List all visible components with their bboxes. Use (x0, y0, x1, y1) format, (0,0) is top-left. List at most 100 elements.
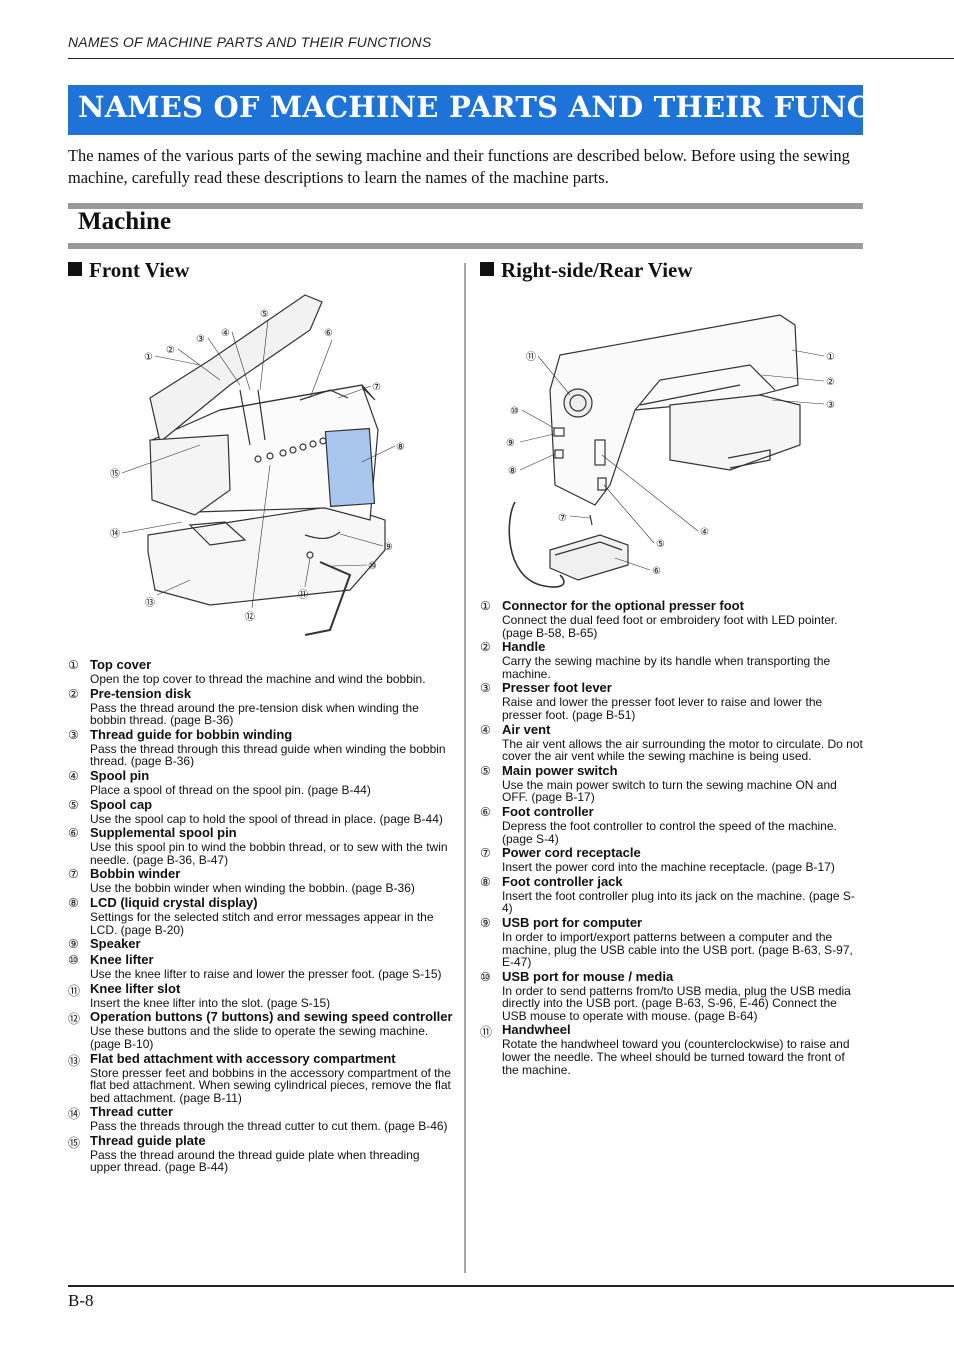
page-number: B-8 (68, 1291, 94, 1310)
title-bar: NAMES OF MACHINE PARTS AND THEIR FUNCTIO… (68, 85, 954, 135)
callout-6: ⑥ (652, 566, 661, 577)
item-description: Use the knee lifter to raise and lower t… (90, 967, 442, 982)
item-number: ⑧ (480, 874, 491, 889)
column-divider (464, 263, 466, 1273)
rear-view-illustration: ① ② ③ ④ ⑤ ⑥ ⑦ ⑧ ⑨ ⑩ ⑪ (500, 310, 850, 590)
item-number: ⑨ (480, 915, 491, 930)
item-number: ② (68, 686, 79, 701)
item-name: LCD (liquid crystal display) (90, 894, 258, 910)
item-name: Speaker (90, 936, 141, 952)
item-description: Connect the dual feed foot or embroidery… (502, 613, 838, 640)
item-description: Raise and lower the presser foot lever t… (502, 695, 823, 722)
item-name: Knee lifter (90, 952, 154, 968)
item-description: Insert the knee lifter into the slot. (p… (90, 995, 331, 1010)
item-number: ⑥ (68, 826, 79, 841)
callout-14: ⑭ (110, 528, 120, 540)
item-number: ⑮ (68, 1135, 81, 1150)
item-description: Rotate the handwheel toward you (counter… (502, 1037, 850, 1077)
item-number: ① (480, 599, 491, 613)
callout-11: ⑪ (526, 351, 536, 363)
item-number: ① (68, 658, 79, 672)
item-number: ④ (480, 722, 491, 737)
item-name: Handle (502, 639, 546, 655)
item-name: Thread guide for bobbin winding (90, 726, 293, 742)
item-name: Thread cutter (90, 1104, 174, 1120)
item-number: ⑪ (68, 983, 81, 998)
item-name: Foot controller (502, 803, 594, 819)
front-view-illustration: ① ② ③ ④ ⑤ ⑥ ⑦ ⑧ ⑨ ⑩ ⑪ ⑫ ⑬ ⑭ ⑮ (100, 290, 420, 650)
callout-13: ⑬ (145, 597, 155, 609)
callout-6: ⑥ (324, 328, 333, 339)
item-number: ④ (68, 768, 79, 783)
item-description: Use this spool pin to wind the bobbin th… (90, 840, 448, 867)
callout-3: ③ (196, 334, 205, 345)
item-number: ⑤ (68, 797, 79, 812)
intro-paragraph: The names of the various parts of the se… (68, 146, 850, 187)
item-description: Place a spool of thread on the spool pin… (90, 782, 371, 797)
callout-3: ③ (826, 400, 835, 411)
item-description: Pass the thread around the pre-tension d… (90, 700, 419, 728)
item-name: Main power switch (502, 762, 618, 778)
rear-view-heading: Right-side/Rear View (480, 258, 693, 283)
item-name: Supplemental spool pin (90, 825, 237, 841)
header-rule (68, 58, 954, 59)
footer-rule (68, 1285, 954, 1287)
callout-10: ⑩ (510, 406, 519, 417)
item-name: Flat bed attachment with accessory compa… (90, 1050, 396, 1066)
item-name: Spool pin (90, 767, 150, 783)
item-number: ③ (68, 727, 79, 742)
item-description: Insert the power cord into the machine r… (502, 860, 835, 875)
item-number: ⑨ (68, 937, 79, 952)
item-name: Handwheel (502, 1022, 571, 1038)
item-name: USB port for computer (502, 914, 643, 930)
list-item: ⑨ Speaker (68, 936, 453, 952)
callout-8: ⑧ (396, 442, 405, 453)
item-name: Bobbin winder (90, 866, 181, 882)
item-description: Pass the thread through this thread guid… (90, 741, 446, 769)
front-view-heading: Front View (68, 258, 190, 283)
item-number: ⑭ (68, 1107, 81, 1122)
item-name: Top cover (90, 657, 152, 672)
callout-1: ① (826, 352, 835, 363)
item-name: USB port for mouse / media (502, 968, 674, 984)
item-number: ⑩ (68, 953, 79, 968)
square-bullet-icon (480, 262, 494, 276)
item-number: ⑥ (480, 804, 491, 819)
callout-12: ⑫ (245, 611, 255, 623)
callout-11: ⑪ (298, 589, 308, 601)
item-number: ⑧ (68, 895, 79, 910)
item-description: The air vent allows the air surrounding … (502, 736, 863, 764)
rear-view-heading-label: Right-side/Rear View (501, 258, 693, 282)
front-view-heading-label: Front View (89, 258, 190, 282)
item-description: Carry the sewing machine by its handle w… (502, 654, 831, 681)
section-bar-bottom (68, 243, 863, 249)
item-description: Use these buttons and the slide to opera… (90, 1024, 429, 1051)
item-name: Thread guide plate (90, 1132, 206, 1148)
item-description: Use the main power switch to turn the se… (502, 777, 837, 805)
item-number: ③ (480, 681, 491, 696)
item-description: In order to import/export patterns betwe… (502, 929, 853, 970)
square-bullet-icon (68, 262, 82, 276)
callout-8: ⑧ (508, 466, 517, 477)
callout-4: ④ (221, 328, 230, 339)
item-description: Use the bobbin winder when winding the b… (90, 881, 415, 896)
callout-2: ② (826, 377, 835, 388)
